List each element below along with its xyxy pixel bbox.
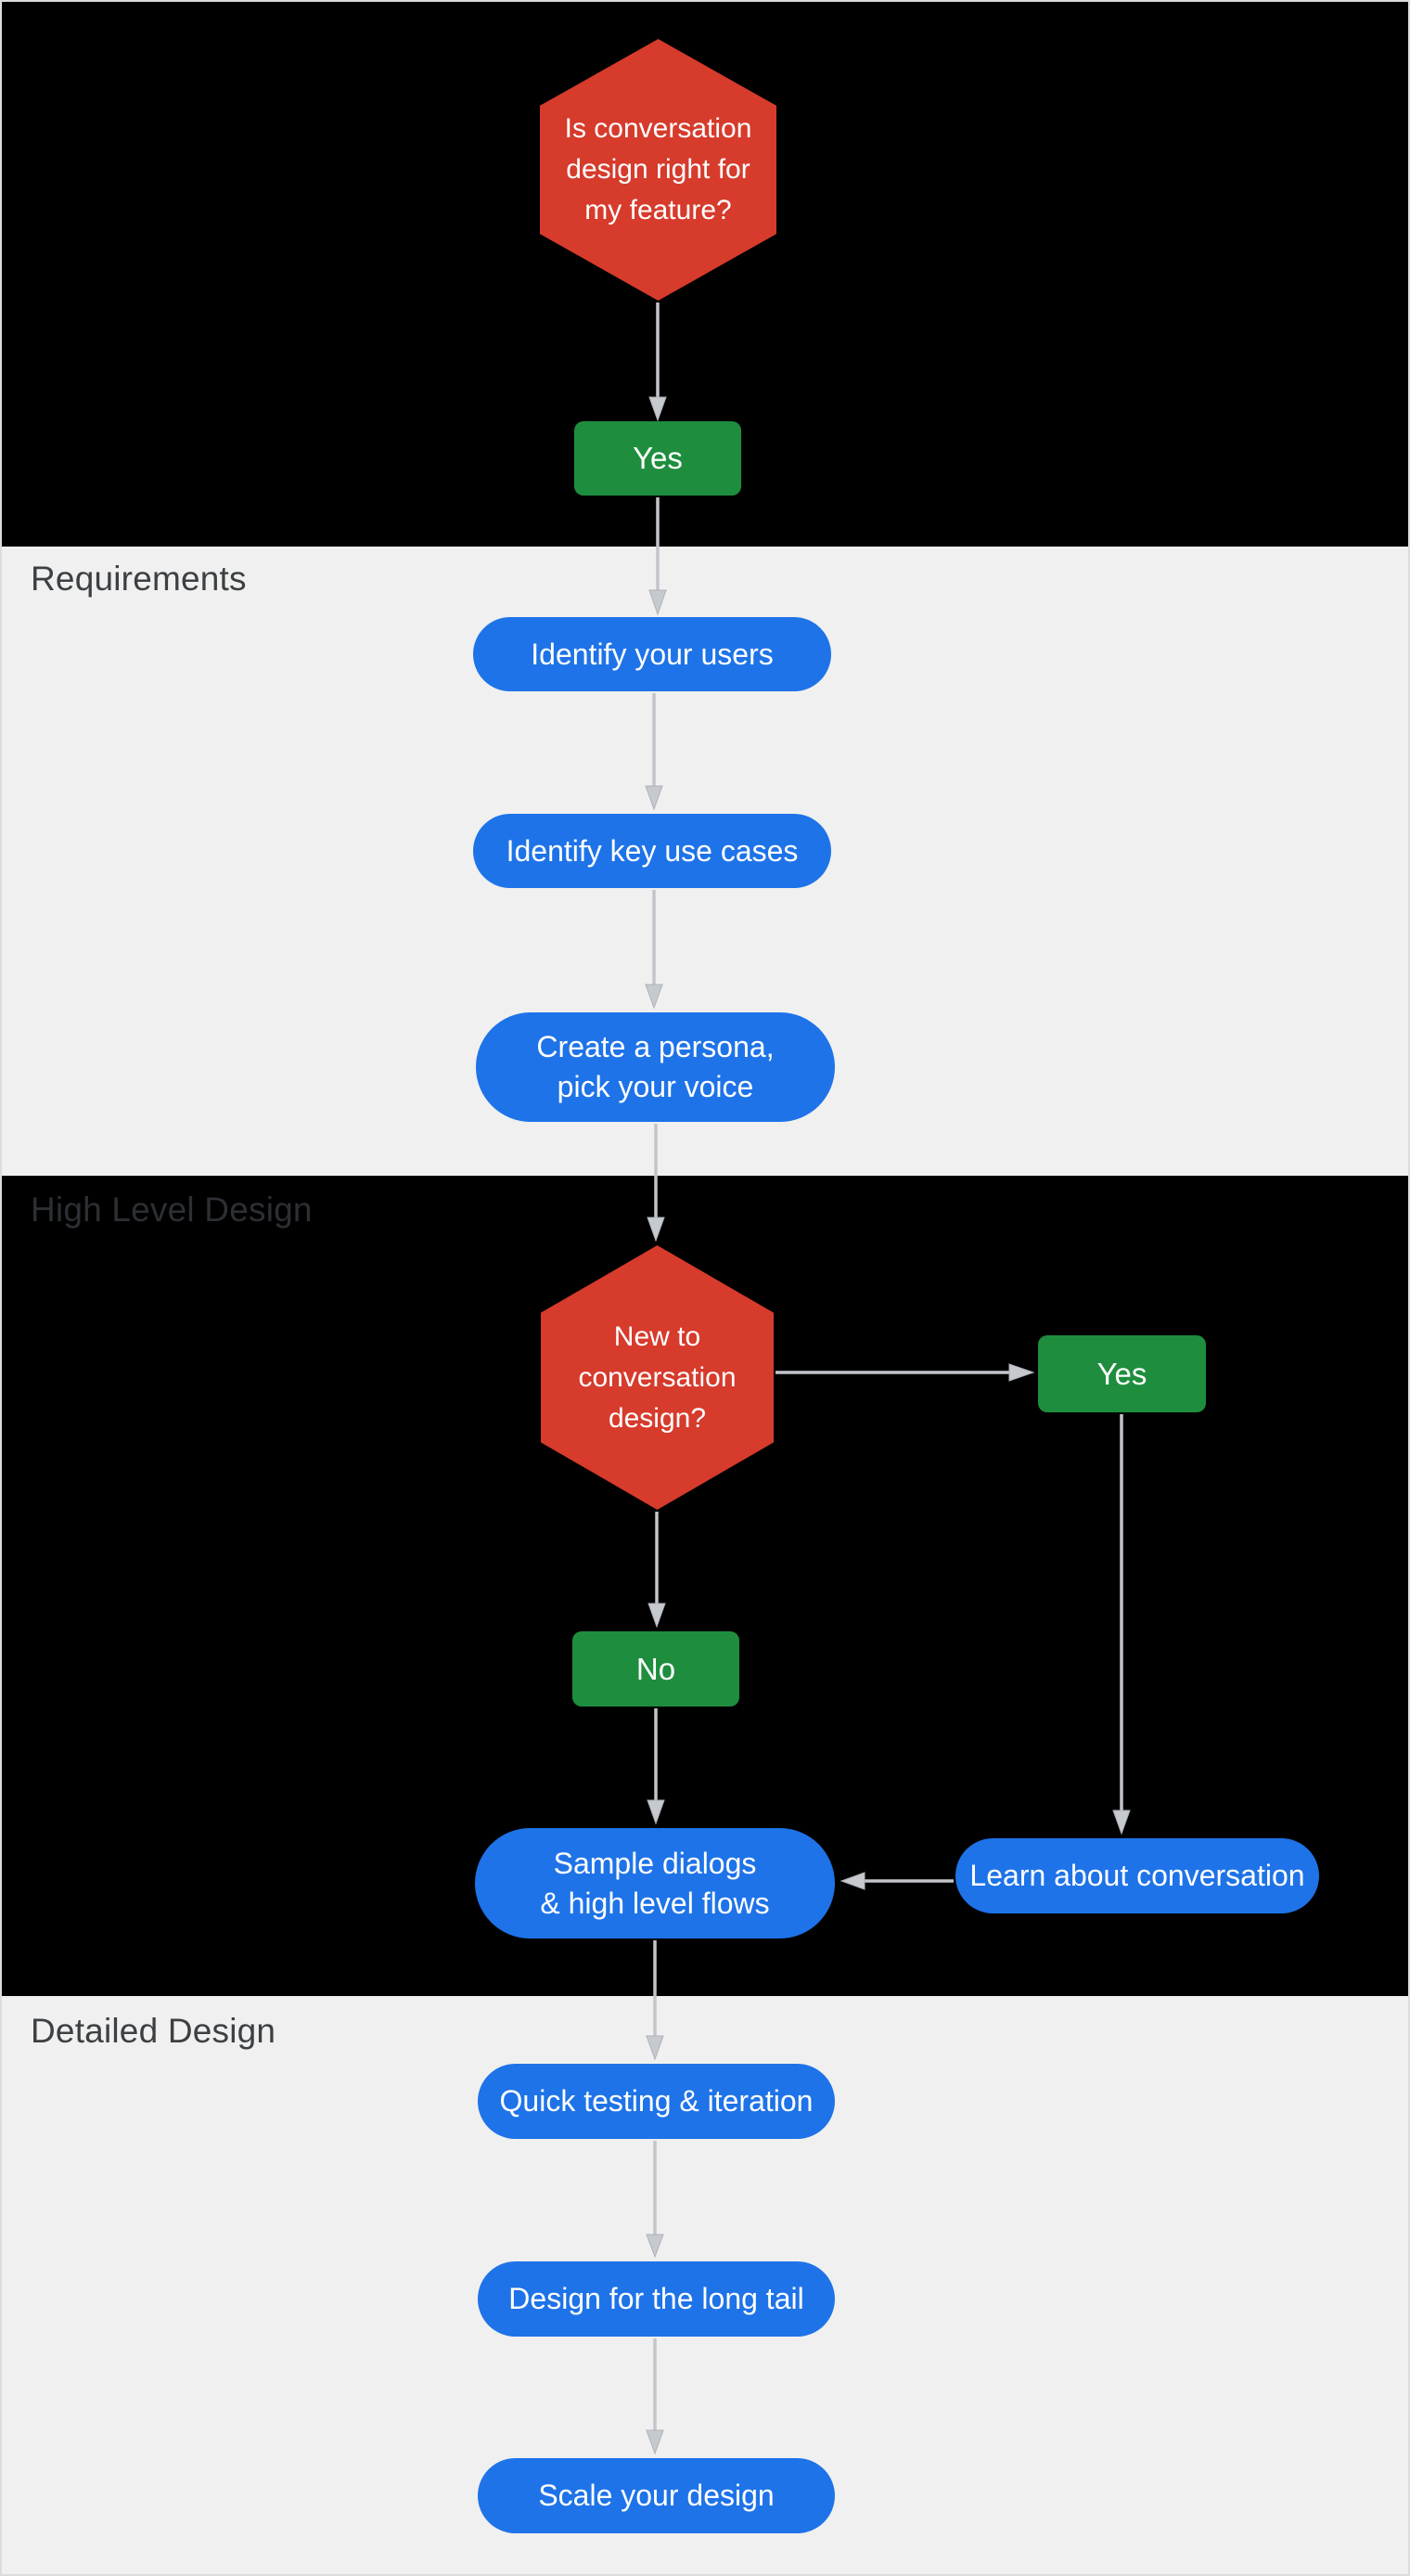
arrow-identify-users-to-use-cases (645, 693, 663, 811)
answer-yes-button[interactable]: Yes (574, 421, 741, 496)
step-quick-testing-iteration[interactable]: Quick testing & iteration (478, 2064, 835, 2139)
arrow-use-cases-to-persona (645, 890, 663, 1010)
arrow-q1-to-yes1 (648, 303, 667, 422)
arrow-persona-to-q2 (647, 1124, 665, 1243)
section-label-requirements: Requirements (31, 560, 247, 598)
arrow-q2-to-yes2 (776, 1363, 1035, 1382)
step-learn-about-conversation[interactable]: Learn about conversation (955, 1838, 1319, 1913)
arrow-no-to-sample-dialogs (647, 1708, 665, 1825)
arrow-long-tail-to-scale (646, 2338, 664, 2455)
step-scale-your-design[interactable]: Scale your design (478, 2458, 835, 2533)
answer-no-button[interactable]: No (572, 1631, 739, 1707)
step-identify-key-use-cases[interactable]: Identify key use cases (473, 814, 831, 888)
arrow-learn-to-sample-dialogs (840, 1872, 954, 1890)
section-label-high-level-design: High Level Design (31, 1191, 313, 1229)
arrow-q2-to-no (647, 1512, 666, 1629)
step-create-persona-pick-voice[interactable]: Create a persona, pick your voice (476, 1012, 835, 1122)
arrow-sample-dialogs-to-quick-testing (646, 1940, 664, 2061)
step-identify-your-users[interactable]: Identify your users (473, 617, 831, 691)
step-design-for-long-tail[interactable]: Design for the long tail (478, 2261, 835, 2337)
section-label-detailed-design: Detailed Design (31, 2012, 276, 2050)
answer-yes-button-2[interactable]: Yes (1038, 1335, 1206, 1412)
step-sample-dialogs-high-level-flows[interactable]: Sample dialogs & high level flows (475, 1828, 835, 1938)
arrow-quick-testing-to-long-tail (646, 2141, 664, 2259)
arrow-yes2-to-learn (1112, 1414, 1131, 1835)
arrow-yes1-to-identify-users (648, 497, 667, 616)
